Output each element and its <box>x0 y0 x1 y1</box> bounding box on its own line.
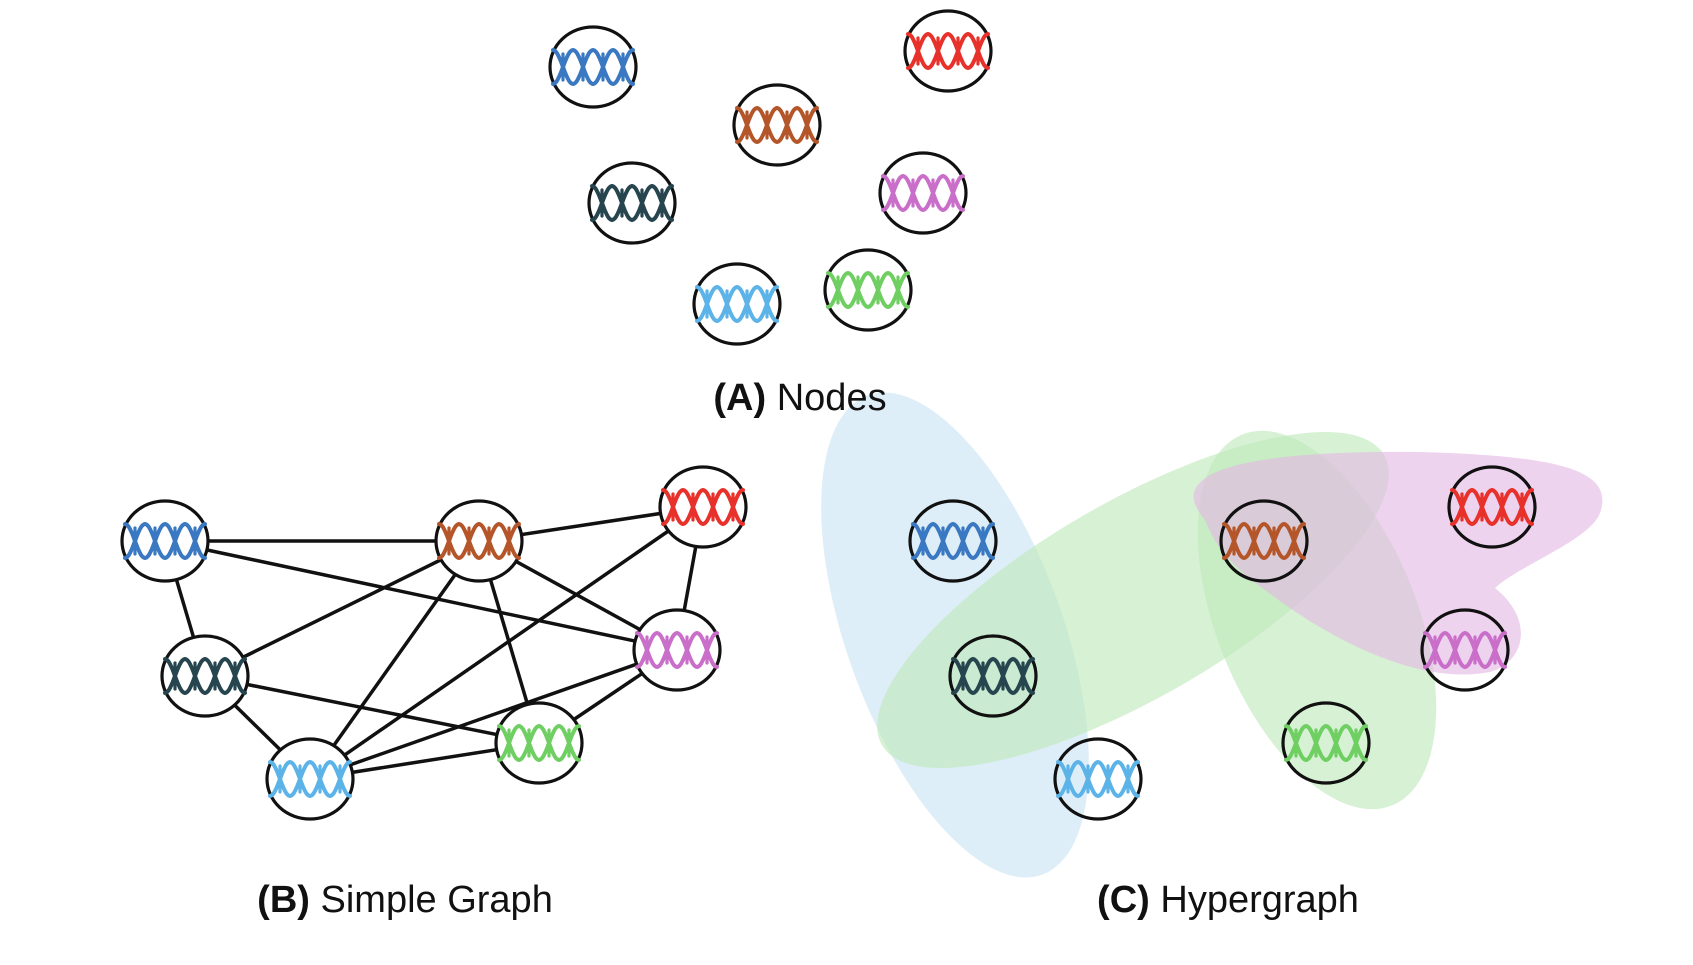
caption-hypergraph: (C) Hypergraph <box>1097 879 1359 921</box>
node-a-lightblue <box>692 262 782 346</box>
edge-red-lightblue <box>308 505 705 781</box>
caption-simple-graph: (B) Simple Graph <box>257 879 553 921</box>
node-ring <box>878 151 968 235</box>
edge-slate-green <box>203 674 541 745</box>
node-b-green <box>494 701 584 785</box>
node-b-blue <box>120 499 210 583</box>
dna-icon <box>906 31 990 71</box>
node-c-magenta <box>1420 608 1510 692</box>
node-c-green <box>1281 701 1371 785</box>
node-a-blue <box>548 25 638 109</box>
node-ring <box>692 262 782 346</box>
dna-icon <box>551 47 635 87</box>
node-ring <box>948 634 1038 718</box>
edge-magenta-lightblue <box>308 648 679 781</box>
dna-icon <box>826 270 910 310</box>
node-c-brown <box>1219 499 1309 583</box>
node-ring <box>908 499 998 583</box>
node-ring <box>658 465 748 549</box>
dna-icon <box>590 183 674 223</box>
dna-icon <box>437 521 521 561</box>
node-b-brown <box>434 499 524 583</box>
dna-icon <box>1284 723 1368 763</box>
edge-layer <box>163 505 705 781</box>
node-a-red <box>903 9 993 93</box>
dna-icon <box>1056 759 1140 799</box>
dna-icon <box>1423 630 1507 670</box>
node-c-red <box>1447 465 1537 549</box>
edge-brown-slate <box>203 539 481 678</box>
dna-icon <box>1450 487 1534 527</box>
node-ring <box>120 499 210 583</box>
node-ring <box>1420 608 1510 692</box>
dna-icon <box>735 105 819 145</box>
node-ring <box>587 161 677 245</box>
edge-blue-magenta <box>163 539 679 652</box>
dna-icon <box>268 759 352 799</box>
dna-icon <box>951 656 1035 696</box>
node-ring <box>1447 465 1537 549</box>
node-c-slate <box>948 634 1038 718</box>
dna-icon <box>661 487 745 527</box>
node-ring <box>494 701 584 785</box>
node-a-green <box>823 248 913 332</box>
node-c-lightblue <box>1053 737 1143 821</box>
node-ring <box>160 634 250 718</box>
node-ring <box>548 25 638 109</box>
caption-nodes: (A) Nodes <box>713 377 886 419</box>
node-ring <box>434 499 524 583</box>
node-a-slate <box>587 161 677 245</box>
node-layer <box>120 9 1537 821</box>
dna-icon <box>911 521 995 561</box>
node-ring <box>1053 737 1143 821</box>
dna-icon <box>123 521 207 561</box>
dna-icon <box>695 284 779 324</box>
edge-brown-lightblue <box>308 539 481 781</box>
node-ring <box>1281 701 1371 785</box>
dna-icon <box>163 656 247 696</box>
node-a-brown <box>732 83 822 167</box>
node-ring <box>823 248 913 332</box>
node-c-blue <box>908 499 998 583</box>
node-ring <box>732 83 822 167</box>
dna-icon <box>881 173 965 213</box>
dna-icon <box>1222 521 1306 561</box>
dna-icon <box>497 723 581 763</box>
node-ring <box>1219 499 1309 583</box>
node-ring <box>903 9 993 93</box>
node-ring <box>265 737 355 821</box>
node-ring <box>632 608 722 692</box>
node-a-magenta <box>878 151 968 235</box>
node-b-red <box>658 465 748 549</box>
node-b-lightblue <box>265 737 355 821</box>
node-b-slate <box>160 634 250 718</box>
node-b-magenta <box>632 608 722 692</box>
dna-icon <box>635 630 719 670</box>
